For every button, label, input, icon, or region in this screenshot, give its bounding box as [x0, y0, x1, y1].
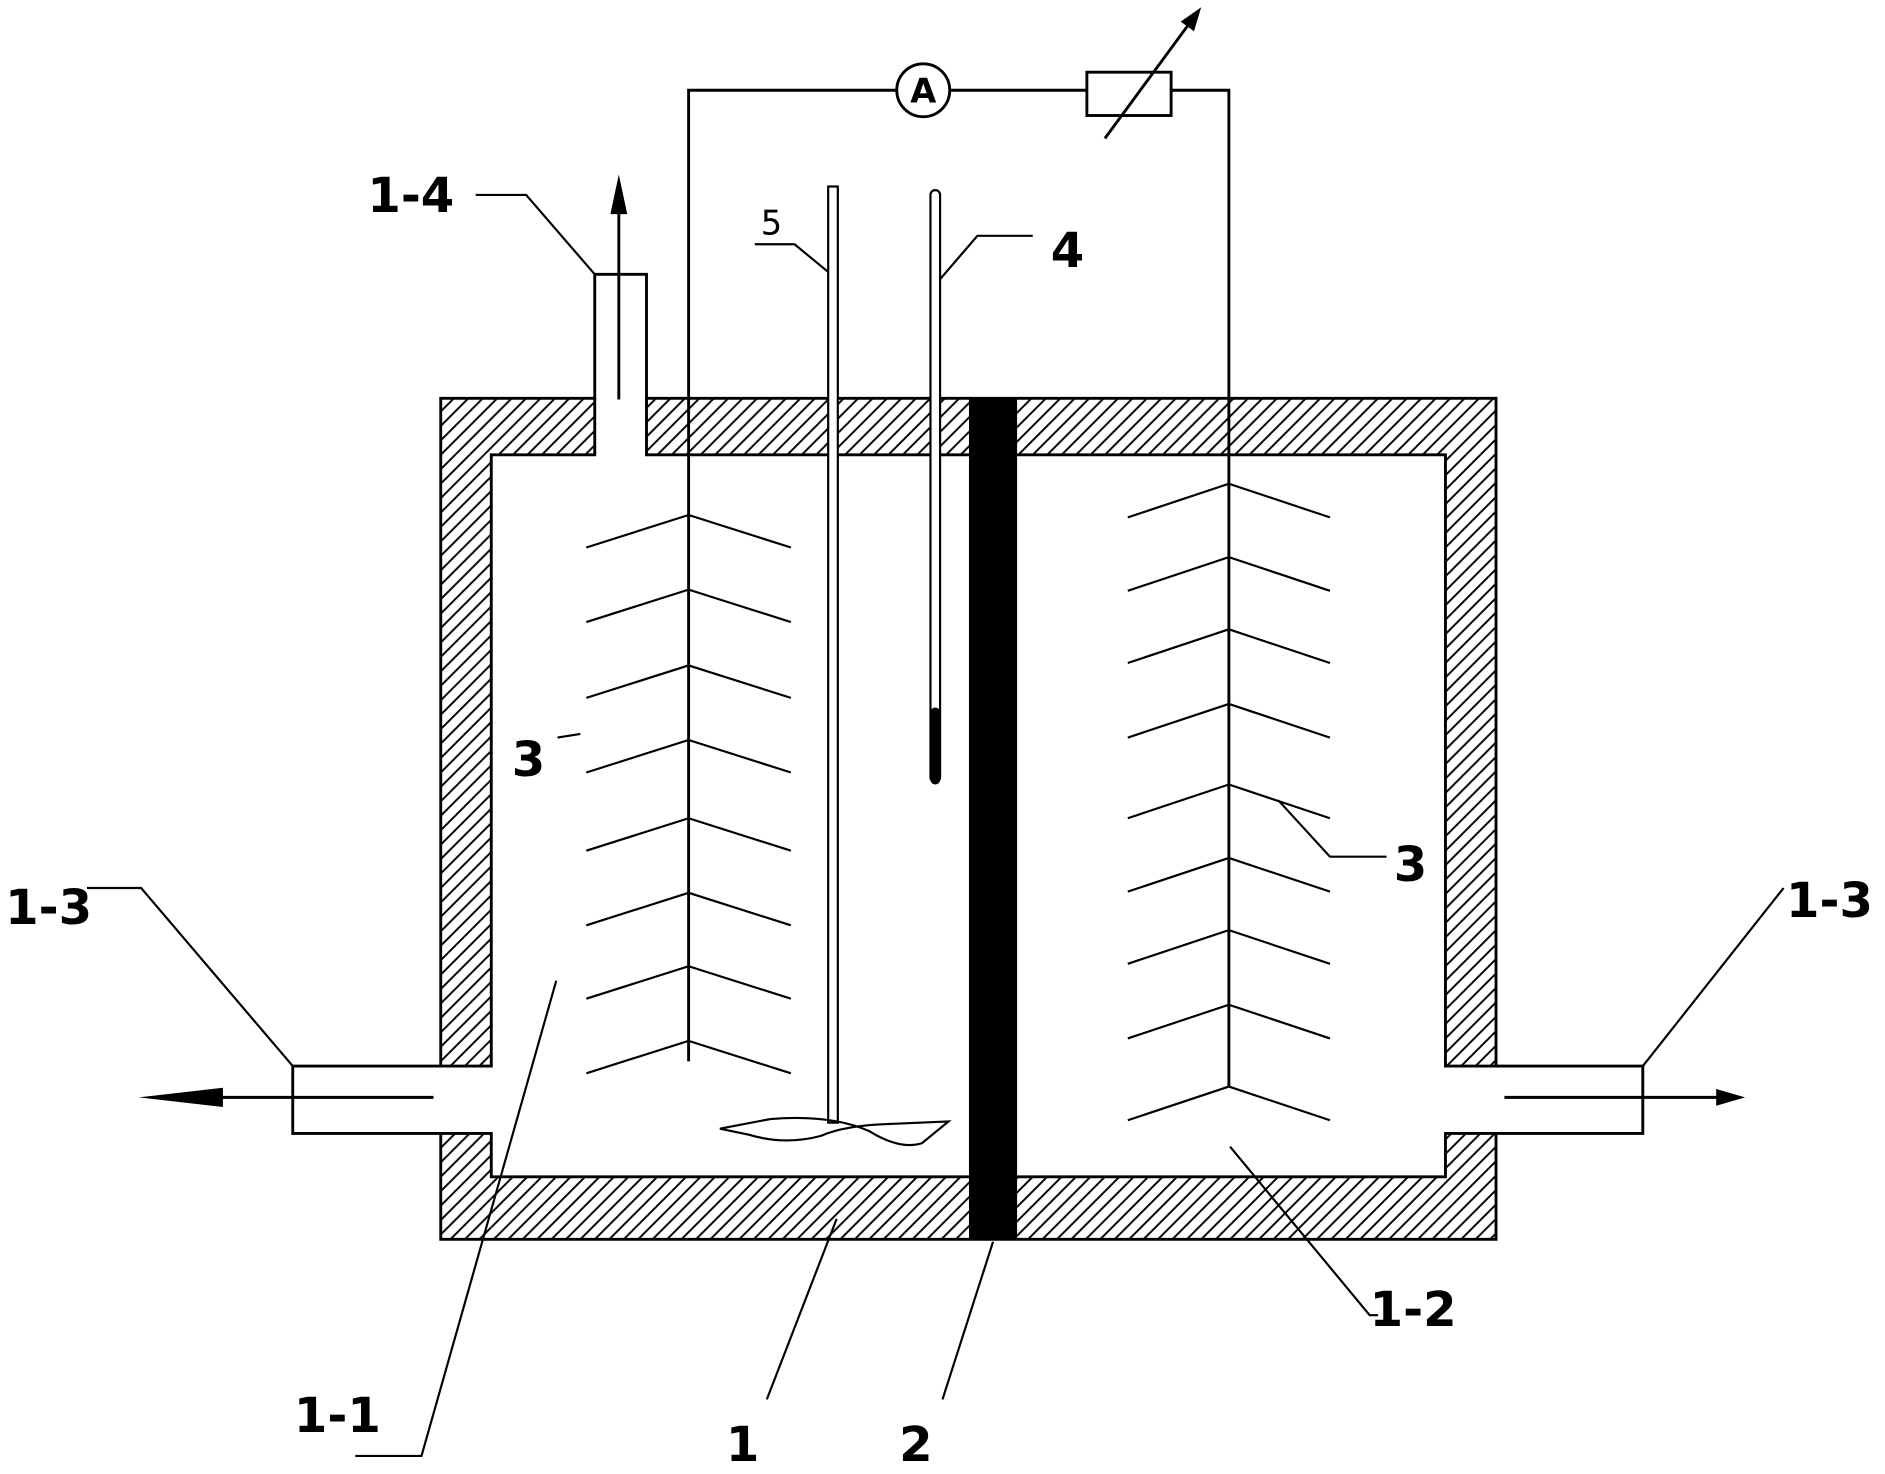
label-thermometer: 4 — [1051, 223, 1085, 279]
label-electrode-left: 3 — [512, 732, 546, 788]
leader-line-outlet-right — [1641, 887, 1785, 1067]
leader-line-outlet-top — [475, 193, 596, 276]
wall-left-upper — [440, 454, 492, 1067]
stirrer-rod — [827, 185, 839, 1124]
tank-outer-outline — [291, 272, 1645, 1241]
electrode-right — [1127, 481, 1331, 1122]
electrode-right-branch-2 — [1127, 555, 1331, 592]
electrode-left-branch-4 — [586, 738, 792, 774]
electrode-right-branch-8 — [1127, 1003, 1331, 1040]
tank-inner-outline — [440, 398, 1497, 1179]
leader-line-chamber-left — [355, 980, 558, 1458]
variable-resistor-arrow-shaft — [1103, 19, 1193, 140]
leader-line-electrode-left — [557, 732, 581, 739]
leader-line-outlet-left — [86, 886, 294, 1067]
wall-bottom-left — [491, 1176, 969, 1240]
electrode-right-branch-3 — [1127, 628, 1331, 665]
leader-line-thermometer — [939, 234, 1033, 280]
wall-right-upper — [1445, 454, 1497, 1067]
ammeter-icon — [895, 62, 952, 119]
variable-resistor-arrow-icon — [1180, 7, 1202, 32]
electrode-right-branch-7 — [1127, 928, 1331, 965]
leader-line-electrode-right — [1277, 799, 1387, 858]
electrode-left-branch-3 — [586, 664, 792, 699]
label-outlet-top: 1-4 — [367, 168, 454, 224]
electrode-left-branch-7 — [586, 965, 792, 1000]
variable-resistor — [1085, 70, 1173, 117]
wall-left-lower — [440, 1133, 492, 1240]
leader-line-tank — [765, 1218, 838, 1400]
right-outlet-arrow-icon — [1716, 1088, 1746, 1106]
label-electrode-right: 3 — [1394, 837, 1428, 893]
label-outlet-left: 1-3 — [5, 880, 92, 936]
leader-line-membrane — [941, 1241, 995, 1400]
ammeter-symbol: A — [910, 71, 936, 110]
wall-top-right — [1017, 398, 1497, 455]
electrode-left-branch-5 — [586, 817, 792, 852]
electrode-left-branch-8 — [586, 1039, 792, 1075]
electrode-right-branch-1 — [1127, 482, 1331, 519]
leader-line-stirrer — [754, 243, 829, 273]
wall-right-lower — [1445, 1133, 1497, 1240]
membrane — [968, 398, 1018, 1240]
electrode-right-branch-5 — [1127, 783, 1331, 820]
wall-top-middle — [646, 398, 969, 455]
label-outlet-right: 1-3 — [1786, 873, 1873, 929]
electrode-right-branch-4 — [1127, 702, 1331, 739]
tank-wall-hatching — [440, 398, 1497, 1240]
left-outlet-arrow-icon — [138, 1087, 223, 1108]
electrode-right-branch-6 — [1127, 856, 1331, 893]
thermometer-bulb — [930, 707, 941, 785]
wall-top-left — [440, 398, 595, 455]
electrode-left-branch-2 — [586, 588, 792, 624]
electrode-left-branch-6 — [586, 891, 792, 927]
electrode-right-branch-9 — [1127, 1085, 1331, 1122]
stirrer-blade — [719, 1116, 952, 1147]
gas-outlet-arrow-icon — [610, 174, 628, 215]
label-chamber-left: 1-1 — [294, 1388, 381, 1444]
thermometer-tube — [929, 189, 942, 784]
electrode-left — [586, 502, 792, 1075]
leader-line-chamber-right — [1229, 1146, 1379, 1317]
electrode-left-branch-1 — [586, 513, 792, 549]
label-stirrer: 5 — [761, 204, 782, 243]
wall-bottom-right — [1017, 1176, 1446, 1240]
label-tank: 1 — [726, 1417, 760, 1473]
label-chamber-right: 1-2 — [1370, 1282, 1457, 1338]
label-membrane: 2 — [899, 1417, 933, 1473]
